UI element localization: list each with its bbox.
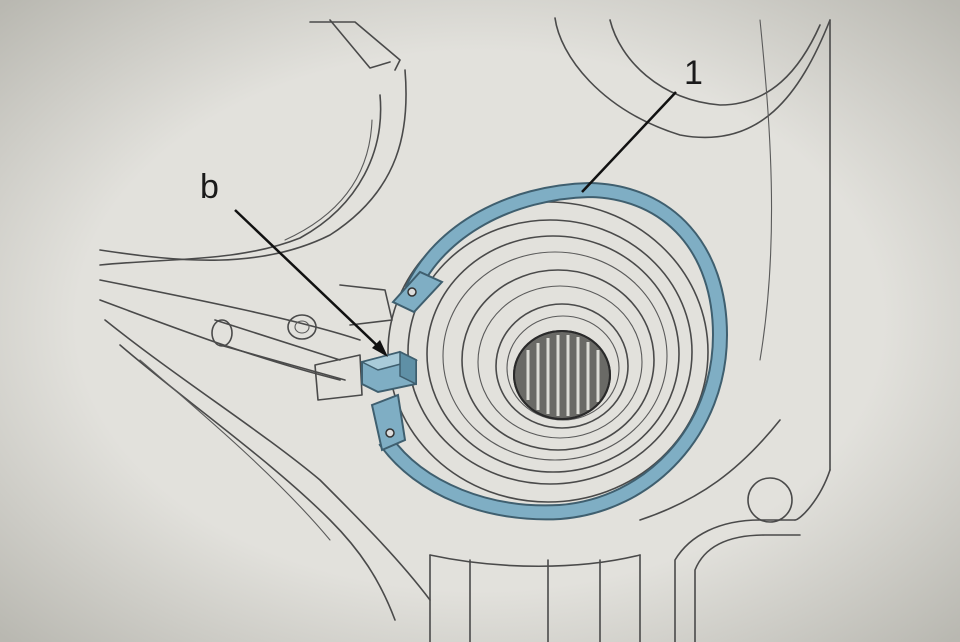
arrowhead-b [372,340,388,357]
retaining-ring [370,181,729,521]
splined-shaft [513,330,611,420]
locking-block [359,350,419,394]
leader-line-b [234,209,385,353]
housing-linework [99,17,831,642]
callout-label-1: 1 [684,54,703,92]
callout-leaders [234,91,677,357]
callout-label-b: b [200,168,219,206]
seal-assembly [387,201,709,503]
leader-line-1 [581,91,677,193]
